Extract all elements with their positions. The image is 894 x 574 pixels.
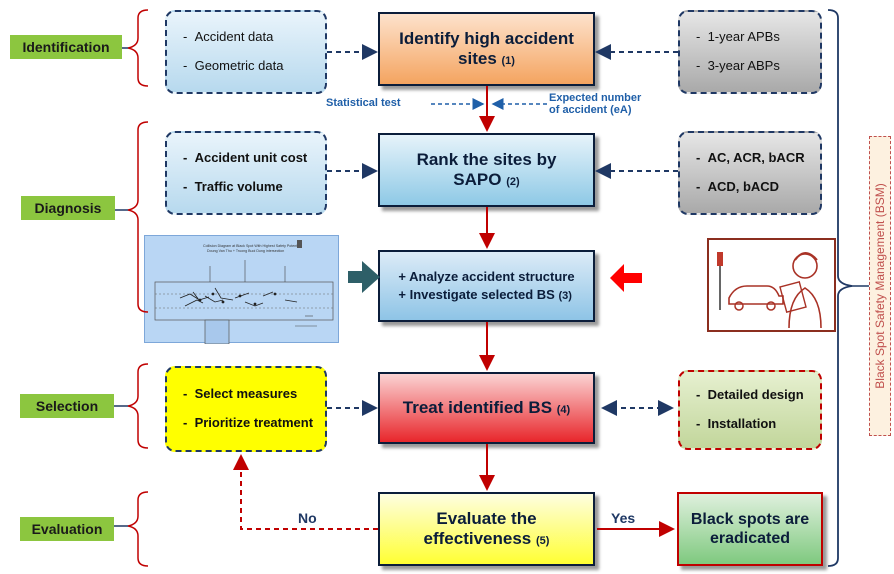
stage-identification: Identification [10,35,122,59]
input-detailed-design: Detailed design [707,387,804,403]
input-3-year-abps: 3-year ABPs [707,58,780,73]
stage-diagnosis: Diagnosis [21,196,115,220]
edge-label-yes: Yes [611,510,636,526]
edge-label-no: No [298,510,317,526]
input-box-selection-right: - Detailed design - Installation [678,370,822,450]
input-installation: Installation [707,416,777,431]
step-analyze-investigate-bs: + Analyze accident structure + Investiga… [378,250,595,322]
svg-text:Collision Diagram at Black Spo: Collision Diagram at Black Spot With Hig… [203,244,301,248]
input-1-year-apbs: 1-year APBs [707,29,780,45]
stage-evaluation: Evaluation [20,517,114,541]
bsm-vertical-label: Black Spot Safety Management (BSM) [869,136,891,436]
bsm-bracket [827,9,853,567]
input-box-identification-left: - Accident data - Geometric data [165,10,327,94]
stage-selection: Selection [20,394,114,418]
input-accident-unit-cost: Accident unit cost [194,150,308,166]
input-prioritize-treatment: Prioritize treatment [194,415,314,430]
input-accident-data: Accident data [194,29,274,45]
input-box-selection-left: - Select measures - Prioritize treatment [165,366,327,452]
input-traffic-volume: Traffic volume [194,179,283,194]
input-acd-bacd: ACD, bACD [707,179,780,194]
input-box-diagnosis-right: - AC, ACR, bACR - ACD, bACD [678,131,822,215]
stage-brackets [127,9,149,567]
input-ac-acr-bacr: AC, ACR, bACR [707,150,805,166]
note-statistical-test: Statistical test [326,97,401,109]
input-box-identification-right: - 1-year APBs - 3-year ABPs [678,10,822,94]
svg-text:Doung Van Thu + Truong Buoi Du: Doung Van Thu + Truong Buoi Dung interse… [207,249,284,253]
input-box-diagnosis-left: - Accident unit cost - Traffic volume [165,131,327,215]
step-treat-identified-bs: Treat identified BS (4) [378,372,595,444]
collision-diagram-thumbnail: Collision Diagram at Black Spot With Hig… [144,235,339,345]
input-geometric-data: Geometric data [194,58,284,73]
input-select-measures: Select measures [194,386,298,402]
accident-investigation-illustration [707,238,836,332]
